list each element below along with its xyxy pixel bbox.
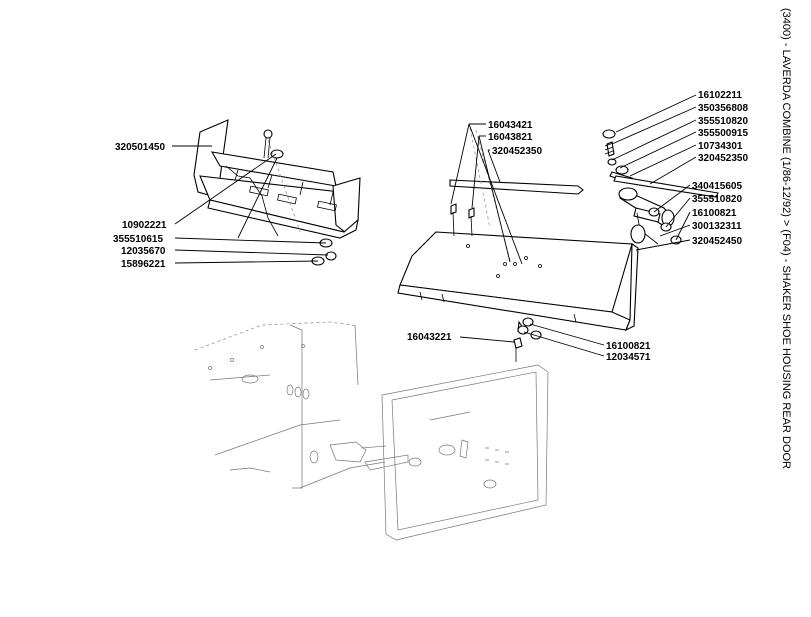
- shaker-shoe-housing-outline: [194, 321, 549, 541]
- label-16100821-bottom: 16100821: [606, 341, 651, 352]
- label-320452350-right: 320452350: [698, 153, 748, 164]
- label-355500915: 355500915: [698, 128, 748, 139]
- label-12034571: 12034571: [606, 352, 651, 363]
- label-355510820-top: 355510820: [698, 116, 748, 127]
- door-hardware: [449, 127, 719, 362]
- label-16102211: 16102211: [698, 90, 742, 101]
- label-300132311: 300132311: [692, 221, 742, 232]
- rear-door-panel: [397, 231, 639, 332]
- label-16043821: 16043821: [488, 132, 533, 143]
- label-355510615: 355510615: [113, 234, 163, 245]
- label-320452350-left: 320452350: [492, 146, 542, 157]
- label-10734301: 10734301: [698, 141, 743, 152]
- page-title: (3400) - LAVERDA COMBINE (1/86-12/92) > …: [780, 8, 792, 470]
- label-340415605: 340415605: [692, 181, 742, 192]
- label-355510820-bottom: 355510820: [692, 194, 742, 205]
- label-12035670: 12035670: [121, 246, 166, 257]
- label-15896221: 15896221: [121, 259, 166, 270]
- label-16100821-top: 16100821: [692, 208, 737, 219]
- label-16043421: 16043421: [488, 120, 533, 131]
- label-320452450: 320452450: [692, 236, 742, 247]
- deflector-plate-left: [193, 119, 361, 239]
- label-16043221: 16043221: [407, 332, 452, 343]
- label-10902221: 10902221: [122, 220, 167, 231]
- label-350356808: 350356808: [698, 103, 748, 114]
- label-320501450: 320501450: [115, 142, 165, 153]
